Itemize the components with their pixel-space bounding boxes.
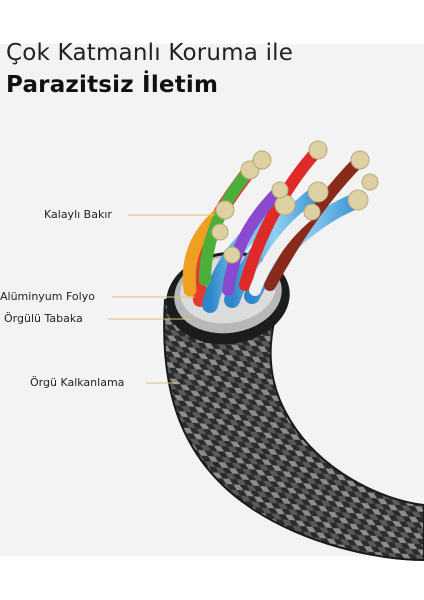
tinned-copper-tips [211,140,379,264]
label-braided-layer: Örgülü Tabaka [4,312,83,325]
label-braid-shielding: Örgü Kalkanlama [30,376,125,389]
wire-bundle [182,144,366,313]
heading-line-1: Çok Katmanlı Koruma ile [6,40,294,66]
label-aluminum-foil: Alüminyum Folyo [0,290,95,303]
label-tinned-copper: Kalaylı Bakır [44,208,112,221]
heading-line-2: Parazitsiz İletim [6,72,219,98]
